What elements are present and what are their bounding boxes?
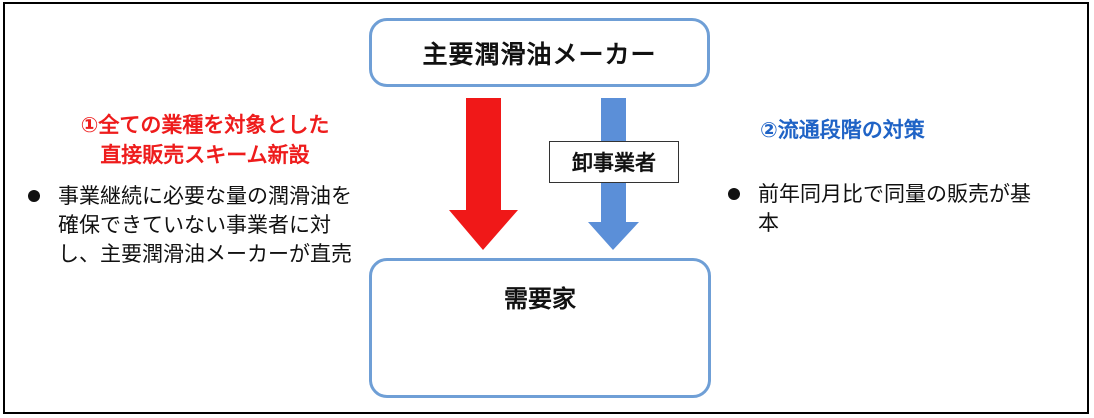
customer-box: 需要家 xyxy=(369,258,711,398)
left-heading: ①全ての業種を対象とした 直接販売スキーム新設 xyxy=(40,110,370,170)
left-bullet: 事業継続に必要な量の潤滑油を確保できていない事業者に対し、主要潤滑油メーカーが直… xyxy=(28,182,368,269)
right-heading: ②流通段階の対策 xyxy=(760,118,925,142)
right-bullet: 前年同月比で同量の販売が基本 xyxy=(728,180,1048,238)
maker-box: 主要潤滑油メーカー xyxy=(369,18,710,87)
maker-label: 主要潤滑油メーカー xyxy=(422,39,657,69)
direct-sale-arrow xyxy=(449,98,518,250)
bullet-dot xyxy=(728,188,740,200)
diagram-frame xyxy=(3,2,1089,414)
bullet-dot xyxy=(28,190,40,202)
customer-label: 需要家 xyxy=(504,285,576,313)
wholesaler-label: 卸事業者 xyxy=(572,151,656,175)
right-bullet-text: 前年同月比で同量の販売が基本 xyxy=(758,182,1031,235)
left-bullet-text: 事業継続に必要な量の潤滑油を確保できていない事業者に対し、主要潤滑油メーカーが直… xyxy=(58,184,352,266)
left-heading-line1: ①全ての業種を対象とした xyxy=(80,113,330,137)
wholesaler-box: 卸事業者 xyxy=(549,141,679,183)
left-heading-line2: 直接販売スキーム新設 xyxy=(100,143,310,167)
